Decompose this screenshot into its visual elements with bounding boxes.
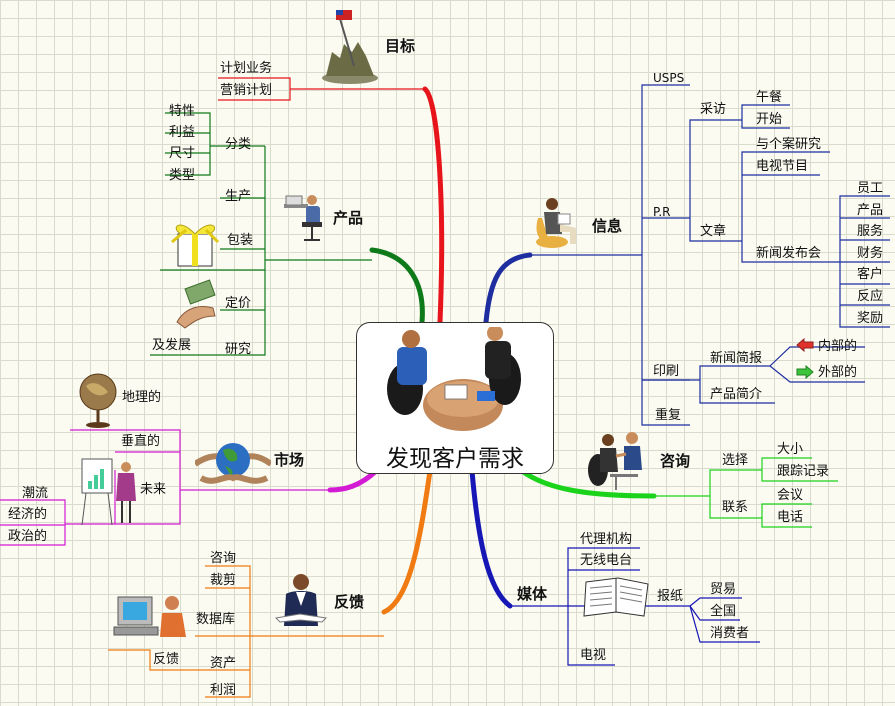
computer-user-icon bbox=[113, 596, 186, 637]
branch-consult-line bbox=[519, 468, 657, 499]
media-paper-item-2[interactable]: 全国 bbox=[710, 604, 737, 619]
market-future-item-2[interactable]: 经济的 bbox=[8, 507, 48, 522]
product-classify-item-4[interactable]: 类型 bbox=[169, 168, 196, 183]
left-arrow-icon bbox=[796, 338, 814, 352]
central-topic-title: 发现客户需求 bbox=[386, 446, 524, 472]
gift-box-icon bbox=[171, 224, 220, 267]
desk-globe-icon bbox=[79, 373, 117, 428]
product-classify-item-1[interactable]: 特性 bbox=[169, 104, 196, 119]
consult-select-item-1[interactable]: 大小 bbox=[777, 442, 804, 457]
info-article-item-2[interactable]: 电视节目 bbox=[756, 159, 809, 174]
info-release-item-1[interactable]: 员工 bbox=[857, 181, 884, 196]
product-item-production[interactable]: 生产 bbox=[225, 189, 252, 204]
media-item-radio[interactable]: 无线电台 bbox=[580, 553, 633, 568]
media-paper-item-1[interactable]: 贸易 bbox=[710, 582, 737, 597]
globe-hands-icon bbox=[195, 443, 271, 484]
info-release-item-7[interactable]: 奖励 bbox=[857, 311, 884, 326]
product-classify-label[interactable]: 分类 bbox=[225, 137, 252, 152]
info-article-label[interactable]: 文章 bbox=[700, 224, 727, 239]
branch-feedback-line bbox=[381, 468, 433, 615]
info-release-item-2[interactable]: 产品 bbox=[857, 203, 884, 218]
right-arrow-icon bbox=[796, 365, 814, 379]
media-paper-item-3[interactable]: 消费者 bbox=[710, 626, 750, 641]
product-item-pricing[interactable]: 定价 bbox=[225, 296, 252, 311]
goals-item-1[interactable]: 计划业务 bbox=[220, 61, 273, 76]
central-topic[interactable]: 发现客户需求 bbox=[356, 322, 554, 474]
reading-person-icon bbox=[536, 198, 576, 248]
reader-icon bbox=[274, 574, 328, 626]
feedback-item-tailor[interactable]: 裁剪 bbox=[210, 573, 237, 588]
consult-select-item-2[interactable]: 跟踪记录 bbox=[777, 464, 830, 479]
money-hand-icon bbox=[176, 279, 216, 329]
info-print-intro[interactable]: 产品简介 bbox=[710, 387, 763, 402]
presenter-chart-icon bbox=[81, 458, 136, 526]
flag-statue-icon bbox=[322, 10, 378, 84]
info-release-item-4[interactable]: 财务 bbox=[857, 246, 884, 261]
info-item-repeat[interactable]: 重复 bbox=[655, 408, 682, 423]
consult-contact-label[interactable]: 联系 bbox=[722, 500, 749, 515]
media-item-tv[interactable]: 电视 bbox=[580, 648, 607, 663]
market-future-item-1[interactable]: 潮流 bbox=[22, 486, 49, 501]
person-at-desk-icon bbox=[284, 195, 322, 241]
info-print-label[interactable]: 印刷 bbox=[653, 364, 680, 379]
info-print-brief[interactable]: 新闻简报 bbox=[710, 351, 763, 366]
media-item-newspaper[interactable]: 报纸 bbox=[657, 589, 684, 604]
info-print-outer[interactable]: 外部的 bbox=[818, 365, 858, 380]
media-item-agency[interactable]: 代理机构 bbox=[580, 532, 633, 547]
info-release-item-6[interactable]: 反应 bbox=[857, 289, 884, 304]
branch-product-line bbox=[369, 247, 425, 325]
feedback-item-consult[interactable]: 咨询 bbox=[210, 551, 237, 566]
product-item-research[interactable]: 研究 bbox=[225, 342, 252, 357]
market-future-item-3[interactable]: 政治的 bbox=[8, 529, 48, 544]
branch-media-label[interactable]: 媒体 bbox=[517, 585, 548, 603]
handshake-icon bbox=[588, 432, 642, 490]
feedback-item-assets[interactable]: 资产 bbox=[210, 656, 237, 671]
product-classify-item-2[interactable]: 利益 bbox=[169, 125, 196, 140]
info-release-item-5[interactable]: 客户 bbox=[857, 267, 884, 282]
info-item-pr[interactable]: P.R bbox=[653, 205, 671, 219]
market-item-geographic[interactable]: 地理的 bbox=[122, 390, 162, 405]
branch-media-line bbox=[469, 468, 513, 609]
product-item-development[interactable]: 及发展 bbox=[152, 338, 192, 353]
branch-info-line bbox=[483, 252, 533, 325]
info-interview-item-1[interactable]: 午餐 bbox=[756, 90, 783, 105]
info-interview-label[interactable]: 采访 bbox=[700, 102, 727, 117]
feedback-item-database[interactable]: 数据库 bbox=[196, 612, 236, 627]
goals-item-2[interactable]: 营销计划 bbox=[220, 83, 273, 98]
branch-info-label[interactable]: 信息 bbox=[592, 217, 623, 235]
info-print-inner[interactable]: 内部的 bbox=[818, 339, 858, 354]
product-classify-item-3[interactable]: 尺寸 bbox=[169, 146, 196, 161]
feedback-item-profit[interactable]: 利润 bbox=[210, 683, 237, 698]
info-interview-item-2[interactable]: 开始 bbox=[756, 112, 783, 127]
business-meeting-icon bbox=[387, 327, 521, 431]
consult-contact-item-1[interactable]: 会议 bbox=[777, 488, 804, 503]
branch-consult-label[interactable]: 咨询 bbox=[660, 452, 691, 470]
branch-goals-line bbox=[422, 86, 445, 325]
branch-market-line bbox=[327, 468, 379, 493]
branch-product-label[interactable]: 产品 bbox=[333, 209, 364, 227]
consult-select-label[interactable]: 选择 bbox=[722, 453, 749, 468]
info-article-item-3[interactable]: 新闻发布会 bbox=[756, 246, 822, 261]
branch-goals-label[interactable]: 目标 bbox=[385, 37, 416, 55]
info-article-item-1[interactable]: 与个案研究 bbox=[756, 137, 822, 152]
product-item-packaging[interactable]: 包装 bbox=[227, 233, 254, 248]
branch-market-label[interactable]: 市场 bbox=[274, 451, 305, 469]
info-release-item-3[interactable]: 服务 bbox=[857, 224, 884, 239]
info-item-usps[interactable]: USPS bbox=[653, 71, 685, 85]
branch-feedback-label[interactable]: 反馈 bbox=[334, 593, 365, 611]
market-item-vertical[interactable]: 垂直的 bbox=[121, 434, 161, 449]
consult-contact-item-2[interactable]: 电话 bbox=[777, 510, 804, 525]
newspaper-icon bbox=[583, 577, 649, 617]
market-future-label[interactable]: 未来 bbox=[140, 482, 167, 497]
feedback-asset-child[interactable]: 反馈 bbox=[153, 652, 180, 667]
